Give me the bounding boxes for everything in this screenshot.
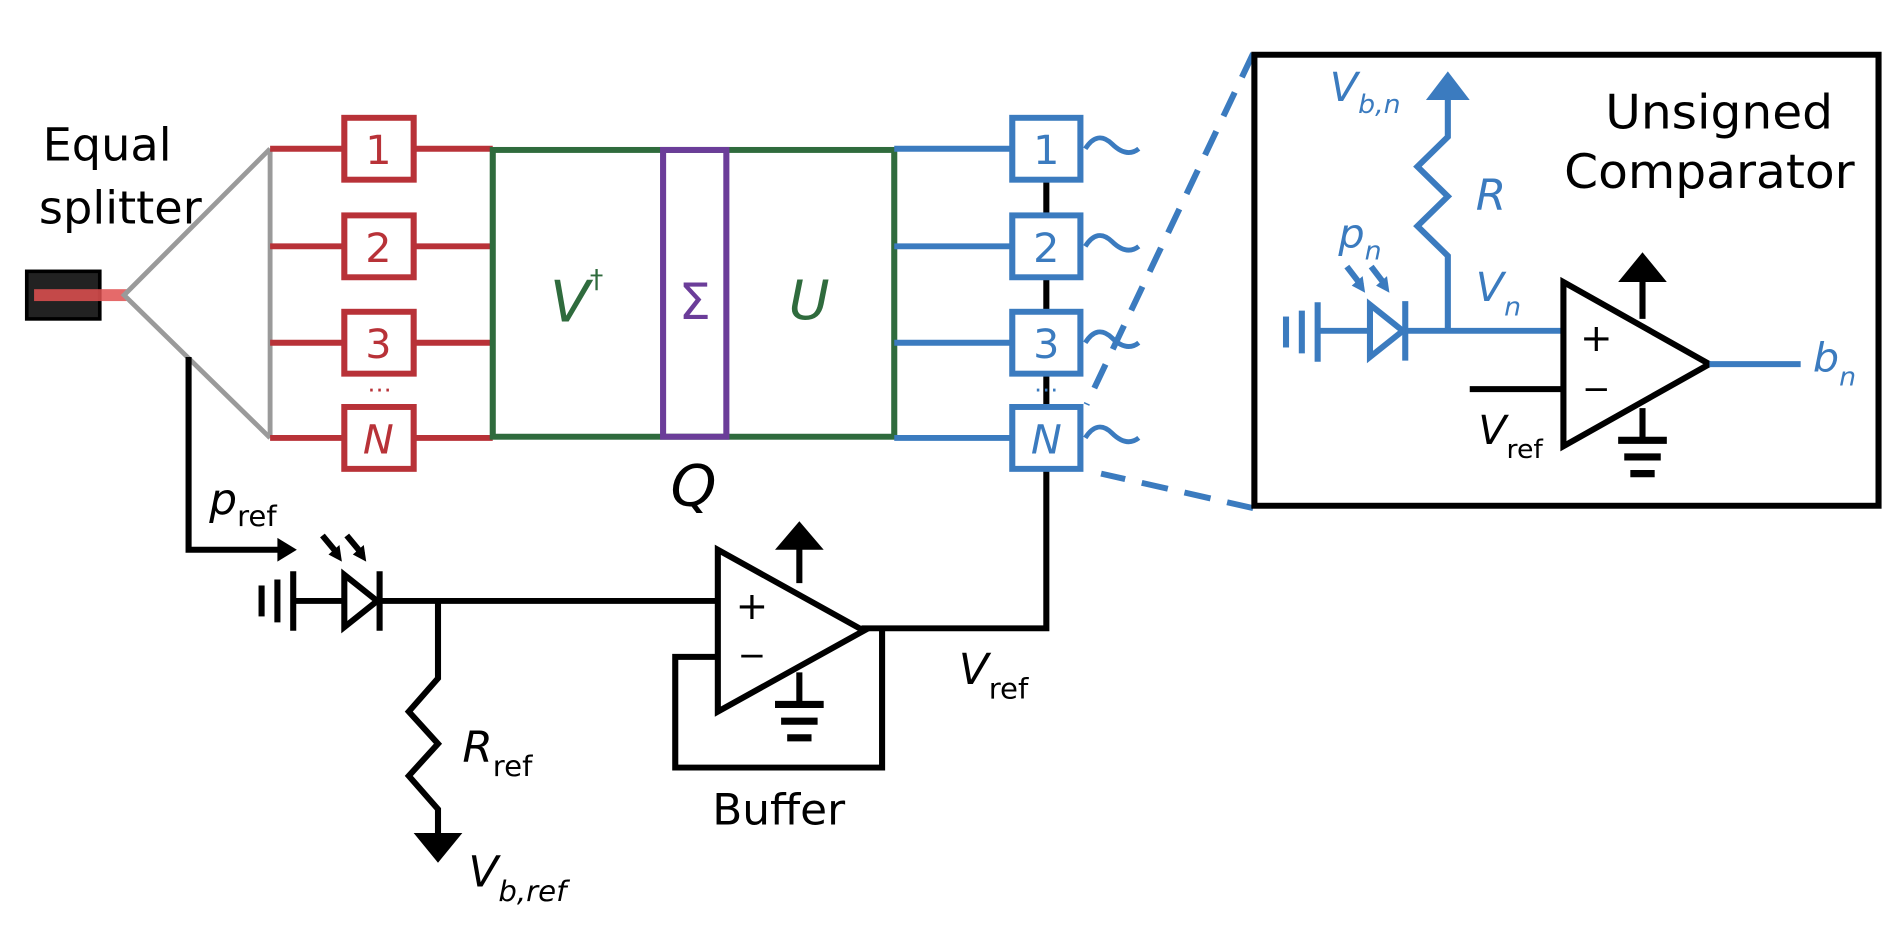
output-port-label: 1 bbox=[1033, 127, 1059, 174]
supply-arrow-icon bbox=[775, 521, 824, 550]
buffer-minus: − bbox=[738, 636, 767, 675]
r-ref-label: Rref bbox=[462, 723, 533, 783]
buffer-plus: + bbox=[736, 584, 769, 628]
comparator-op-amp bbox=[1469, 276, 1716, 478]
output-port-label: 3 bbox=[1033, 321, 1059, 368]
inset-resistor bbox=[1413, 95, 1453, 331]
output-detectors: 1 2 3N bbox=[894, 114, 1141, 472]
vref-label: Vref bbox=[959, 646, 1029, 706]
output-detector-box bbox=[1009, 404, 1084, 472]
b-n-label: bn bbox=[1813, 334, 1856, 393]
vb-n-label: Vb,n bbox=[1330, 64, 1401, 120]
p-n-label: pn bbox=[1337, 210, 1381, 266]
photon-arrow-icon bbox=[328, 545, 342, 562]
photon-arrow-icon bbox=[352, 545, 367, 562]
input-modulators: 1 2 3N bbox=[270, 114, 493, 472]
equal-splitter bbox=[120, 147, 273, 440]
input-port-label: N bbox=[363, 416, 394, 463]
output-detector-box bbox=[1009, 308, 1084, 377]
buffer-op-amp bbox=[672, 544, 886, 771]
p-ref-label: pref bbox=[208, 476, 277, 533]
input-port-label: 2 bbox=[365, 224, 391, 271]
wave-icon bbox=[1083, 329, 1141, 349]
reference-wire bbox=[861, 148, 1050, 632]
supply-arrow-icon bbox=[1618, 252, 1667, 283]
sigma-box bbox=[660, 146, 730, 440]
vb-ref-label: Vb,ref bbox=[468, 848, 570, 908]
inset-vref-label: Vref bbox=[1478, 406, 1543, 465]
output-detector-box bbox=[1009, 114, 1084, 183]
vb-ref-arrow-icon bbox=[413, 833, 463, 863]
zoom-dash-top bbox=[1083, 52, 1256, 406]
input-modulator-box bbox=[341, 404, 417, 472]
inset-title-line1: Unsigned bbox=[1605, 85, 1833, 140]
input-ellipsis: ⋯ bbox=[367, 376, 391, 404]
u-label: U bbox=[789, 269, 830, 332]
wave-icon bbox=[1083, 135, 1141, 155]
v-n-label: Vn bbox=[1476, 263, 1521, 322]
vb-n-arrow-icon bbox=[1425, 71, 1470, 100]
output-detector-box bbox=[1009, 212, 1084, 281]
output-port-label: N bbox=[1031, 416, 1062, 463]
photon-arrow-icon bbox=[1376, 276, 1390, 293]
comparator-plus: + bbox=[1580, 316, 1613, 360]
photon-arrow-icon bbox=[1351, 276, 1366, 293]
laser-source bbox=[24, 269, 127, 321]
input-modulator-box bbox=[341, 212, 417, 281]
inset-title-line2: Comparator bbox=[1564, 145, 1855, 200]
splitter-label-line2: splitter bbox=[39, 182, 202, 234]
p-ref-arrowhead bbox=[277, 537, 297, 562]
wave-icon bbox=[1083, 233, 1141, 253]
output-port-label: 2 bbox=[1033, 224, 1059, 271]
input-port-label: 1 bbox=[365, 127, 391, 174]
zoom-dash-bottom bbox=[1100, 470, 1254, 512]
splitter-label-line1: Equal bbox=[43, 119, 172, 171]
input-modulator-box bbox=[341, 114, 417, 183]
q-label: Q bbox=[671, 452, 717, 519]
sigma-label: Σ bbox=[679, 272, 711, 330]
inset-photodiode bbox=[1282, 264, 1564, 364]
comparator-minus: − bbox=[1582, 369, 1611, 408]
output-ellipsis: ⋯ bbox=[1034, 376, 1058, 404]
input-port-label: 3 bbox=[365, 321, 391, 368]
r-label: R bbox=[1476, 171, 1506, 220]
wave-icon bbox=[1083, 424, 1141, 445]
v-dagger-label: V† bbox=[550, 264, 603, 335]
input-modulator-box bbox=[341, 308, 417, 377]
r-ref-resistor bbox=[404, 600, 443, 833]
buffer-label: Buffer bbox=[712, 786, 845, 835]
p-ref-path bbox=[185, 357, 280, 553]
